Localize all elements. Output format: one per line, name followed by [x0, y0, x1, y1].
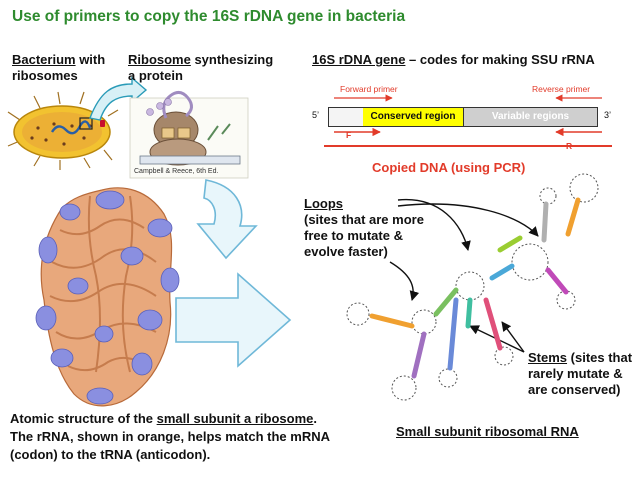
- stems-line0: (sites that: [567, 350, 633, 365]
- stems-arrow-2: [501, 321, 525, 353]
- ribosome-synth-label: Ribosome synthesizing a protein: [128, 52, 273, 84]
- rrna-caption: Small subunit ribosomal RNA: [396, 424, 579, 439]
- bacterium-word: Bacterium: [12, 52, 76, 67]
- gene-header-rest: – codes for making SSU rRNA: [405, 52, 595, 67]
- bacterium-rest: with: [75, 52, 106, 67]
- conserved-region: Conserved region: [363, 108, 464, 126]
- gene-header-word: 16S rDNA gene: [312, 52, 406, 67]
- ribosome-word: Ribosome: [128, 52, 191, 67]
- bacterium-illustration: [7, 91, 119, 170]
- caption-line1-pre: Atomic structure of the: [10, 411, 157, 426]
- loops-label: Loops (sites that are more free to mutat…: [304, 196, 424, 260]
- loops-arrow-3: [389, 261, 420, 301]
- image-credit: Campbell & Reece, 6th Ed.: [134, 168, 219, 175]
- f-label: F: [346, 130, 352, 140]
- bacterium-line2: ribosomes: [12, 68, 78, 83]
- atomic-structure-caption: Atomic structure of the small subunit a …: [10, 410, 330, 464]
- block-right-arrow: [175, 272, 292, 368]
- gene-header: 16S rDNA gene – codes for making SSU rRN…: [312, 52, 595, 68]
- atomic-structure-illustration: [35, 187, 180, 407]
- ribosome-protein-illustration: [129, 91, 249, 179]
- five-prime-label: 5’: [312, 110, 320, 120]
- caption-line1-post: .: [313, 411, 318, 426]
- stems-label: Stems (sites that rarely mutate & are co…: [528, 350, 632, 398]
- loops-arrow-1: [397, 198, 471, 251]
- forward-primer-label: Forward primer: [340, 84, 398, 94]
- caption-line2: The rRNA, shown in orange, helps match t…: [10, 429, 330, 444]
- ribosome-line2: a protein: [128, 68, 183, 83]
- bacterium-label: Bacterium with ribosomes: [12, 52, 105, 84]
- copied-dna-label: Copied DNA (using PCR): [372, 160, 526, 175]
- three-prime-label: 3’: [604, 110, 612, 120]
- gene-diagram: Conserved region Variable regions: [328, 107, 598, 127]
- loops-line2: free to mutate &: [304, 228, 403, 243]
- page-title: Use of primers to copy the 16S rDNA gene…: [12, 8, 406, 25]
- loops-word: Loops: [304, 196, 343, 211]
- rrna-secondary-structure: [346, 173, 599, 401]
- stems-line2: are conserved): [528, 382, 621, 397]
- stems-word: Stems: [528, 350, 568, 365]
- variable-regions: Variable regions: [464, 108, 597, 126]
- loops-line1: (sites that are more: [304, 212, 424, 227]
- loops-arrow-2: [397, 203, 539, 237]
- bacterium-to-ribosome-arrow: [89, 76, 148, 121]
- caption-line3: (codon) to the tRNA (anticodon).: [10, 447, 211, 462]
- loops-line3: evolve faster): [304, 244, 388, 259]
- curved-down-arrow: [196, 179, 258, 260]
- ribosome-rest: synthesizing: [190, 52, 274, 67]
- reverse-primer-label: Reverse primer: [532, 84, 591, 94]
- caption-line1-underlined: small subunit a ribosome: [156, 411, 314, 426]
- stems-line1: rarely mutate &: [528, 366, 623, 381]
- r-label: R: [566, 141, 573, 151]
